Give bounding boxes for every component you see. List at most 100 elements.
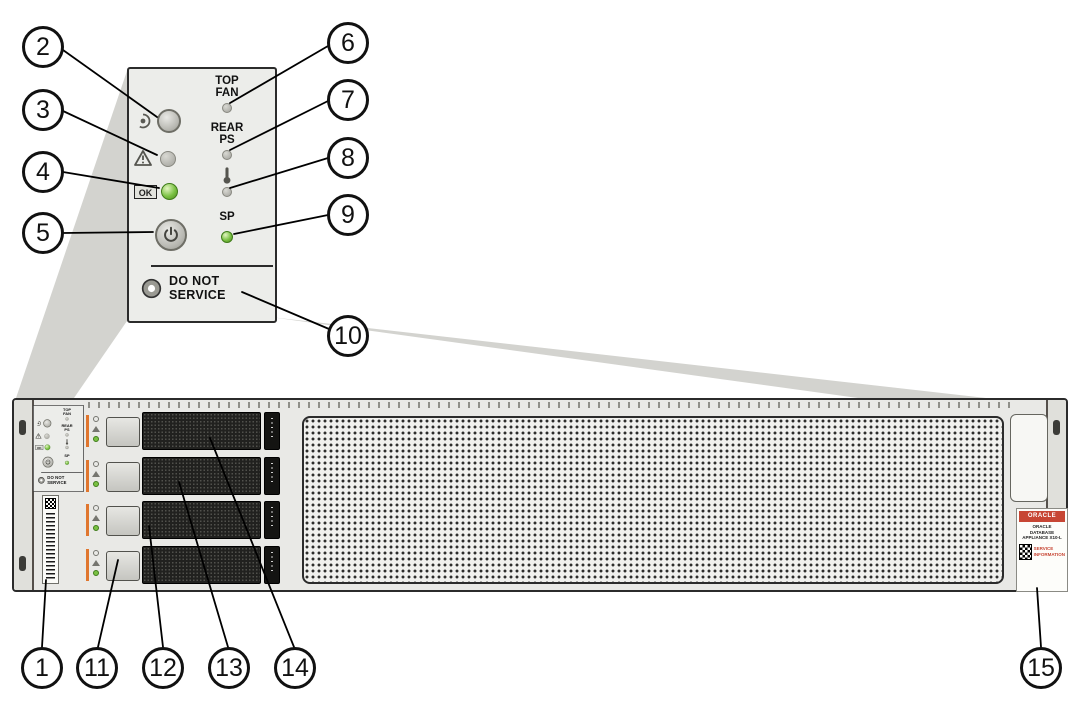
- callout-13: 13: [208, 647, 250, 689]
- callout-4: 4: [22, 151, 64, 193]
- drive-latch-button: [106, 461, 140, 492]
- service-info-row: SERVICE INFORMATION: [1019, 543, 1065, 560]
- drive-label-strip: [264, 412, 280, 450]
- serial-barcode: [46, 513, 55, 579]
- service-info-label: SERVICE INFORMATION: [1033, 546, 1065, 557]
- callout-2: 2: [22, 26, 64, 68]
- sp-led: [221, 231, 233, 243]
- callout-8: 8: [327, 137, 369, 179]
- ok-led: [161, 183, 178, 200]
- server-front-panel: OK TOP FAN REAR PS SP: [12, 398, 1068, 592]
- drive-service-led: [92, 470, 100, 477]
- service-required-led: [44, 433, 50, 439]
- service-qr-code: [1019, 543, 1032, 560]
- drive-bay-3: [86, 544, 282, 586]
- rear-ps-led: [222, 150, 232, 160]
- power-icon: [164, 226, 178, 242]
- top-fan-label: TOP FAN: [63, 407, 71, 416]
- callout-3: 3: [22, 89, 64, 131]
- callout-6: 6: [327, 22, 369, 64]
- serial-qr-code: [45, 498, 56, 509]
- drive-label-strip: [264, 456, 280, 495]
- control-panel-detail: OK TOP FAN REAR PS SP: [33, 405, 84, 493]
- drive-service-led: [92, 559, 100, 566]
- drive-latch-button: [106, 550, 140, 581]
- panel-divider: [41, 472, 83, 473]
- product-label: ORACLE ORACLE DATABASE APPLIANCE X10-L S…: [1016, 508, 1068, 592]
- drive-eject-lever: [86, 415, 89, 447]
- drive-grille: [142, 412, 261, 450]
- locate-button: [43, 419, 52, 428]
- warning-icon: [35, 433, 42, 439]
- sp-label: SP: [64, 453, 70, 459]
- temperature-icon: [65, 439, 69, 445]
- ok-led: [44, 444, 51, 451]
- projection-wedge-right: [270, 317, 986, 398]
- rear-ps-led: [65, 433, 69, 437]
- product-name: ORACLE DATABASE APPLIANCE X10-L: [1022, 524, 1062, 540]
- drive-status-leds: [92, 460, 100, 487]
- drive-ok-led: [93, 436, 99, 442]
- do-not-service-icon: [38, 477, 45, 484]
- top-vent-ticks: [88, 402, 1010, 408]
- oracle-logo: ORACLE: [1019, 511, 1065, 522]
- right-filler-panel: [1010, 414, 1048, 502]
- warning-icon: [134, 150, 152, 166]
- drive-ready-led: [93, 460, 99, 467]
- temperature-led: [65, 445, 69, 450]
- locate-button: [157, 109, 181, 133]
- callout-5: 5: [22, 212, 64, 254]
- screw-slot: [19, 420, 26, 435]
- drive-service-led: [92, 426, 100, 432]
- ok-label: OK: [35, 445, 44, 450]
- power-button: [42, 456, 54, 468]
- service-required-led: [160, 151, 176, 167]
- drive-bay-0: [86, 410, 282, 452]
- callout-15: 15: [1020, 647, 1062, 689]
- drive-service-led: [92, 515, 100, 521]
- drive-ok-led: [93, 480, 99, 487]
- top-fan-led: [65, 417, 69, 421]
- serial-label: [42, 495, 59, 584]
- drive-bay-1: [86, 455, 282, 497]
- do-not-service-label: DO NOT SERVICE: [169, 274, 226, 302]
- drive-latch-button: [106, 417, 140, 447]
- drive-status-leds: [92, 505, 100, 531]
- callout-1: 1: [21, 647, 63, 689]
- drive-label-strip: [264, 501, 280, 539]
- drive-grille: [142, 501, 261, 539]
- callout-14: 14: [274, 647, 316, 689]
- drive-ready-led: [93, 549, 99, 556]
- power-button: [155, 219, 187, 251]
- do-not-service-row: DO NOT SERVICE: [141, 274, 226, 302]
- leader-15: [1036, 587, 1042, 648]
- drive-latch-button: [106, 506, 140, 536]
- temperature-led: [222, 187, 232, 197]
- drive-eject-lever: [86, 504, 89, 536]
- drive-eject-lever: [86, 459, 89, 492]
- drive-label-strip: [264, 545, 280, 584]
- rear-ps-label: REAR PS: [61, 423, 73, 432]
- ok-label: OK: [134, 185, 157, 199]
- drive-ok-led: [93, 525, 99, 531]
- drive-status-leds: [92, 416, 100, 442]
- top-fan-led: [222, 103, 232, 113]
- drive-eject-lever: [86, 548, 89, 581]
- do-not-service-row: DO NOT SERVICE: [38, 476, 67, 485]
- callout-9: 9: [327, 194, 369, 236]
- power-icon: [45, 459, 51, 465]
- rack-ear-left: [14, 400, 34, 590]
- drive-grille: [142, 545, 261, 584]
- locate-icon: [37, 420, 41, 426]
- rear-ps-label: REAR PS: [210, 122, 244, 146]
- sp-led: [64, 460, 70, 465]
- do-not-service-label: DO NOT SERVICE: [47, 475, 67, 485]
- callout-12: 12: [142, 647, 184, 689]
- top-fan-label: TOP FAN: [215, 75, 239, 99]
- do-not-service-icon: [141, 278, 162, 299]
- screw-slot: [1053, 420, 1060, 435]
- drive-bay-2: [86, 499, 282, 541]
- center-air-grille: [302, 416, 1004, 584]
- callout-11: 11: [76, 647, 118, 689]
